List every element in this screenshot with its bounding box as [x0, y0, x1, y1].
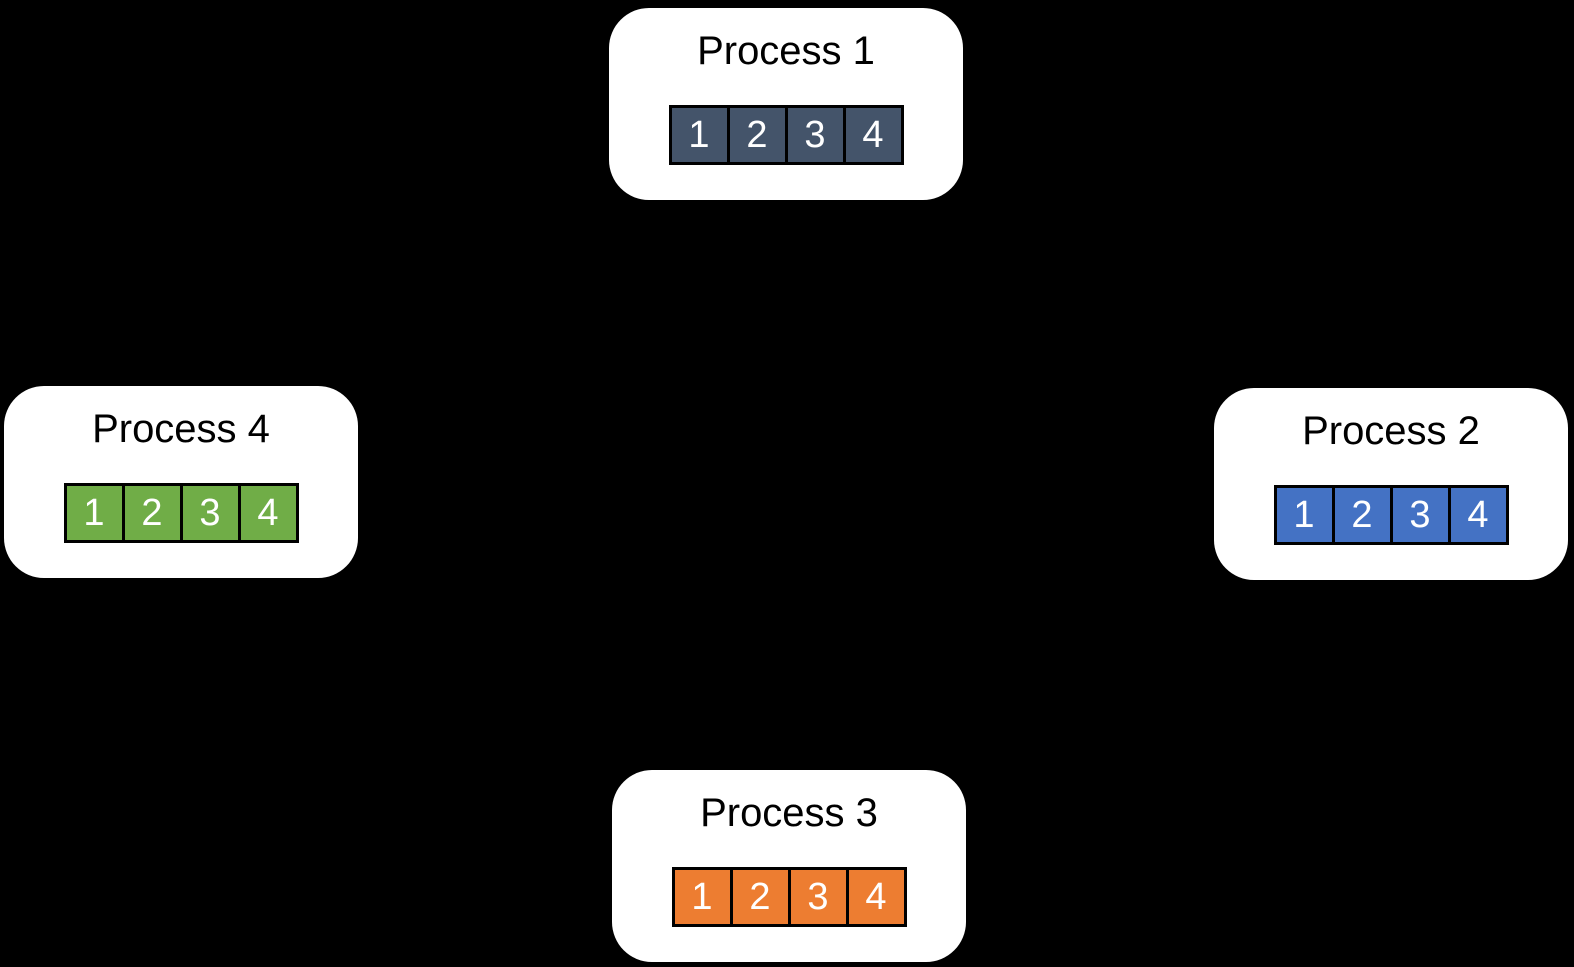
process-1-cell-3: 3	[784, 105, 846, 165]
process-4-title: Process 4	[92, 407, 270, 451]
process-4-cell-1: 1	[63, 483, 125, 543]
process-4-cell-2: 2	[121, 483, 183, 543]
process-1-cell-4: 4	[842, 105, 904, 165]
process-2-cell-2: 2	[1331, 485, 1393, 545]
process-3-cell-row: 1 2 3 4	[671, 867, 907, 927]
process-1-cell-row: 1 2 3 4	[668, 105, 904, 165]
process-1-box: Process 1 1 2 3 4	[609, 8, 963, 200]
process-3-cell-1: 1	[671, 867, 733, 927]
process-2-cell-1: 1	[1273, 485, 1335, 545]
process-1-title: Process 1	[697, 29, 875, 73]
process-2-title: Process 2	[1302, 409, 1480, 453]
process-2-cell-row: 1 2 3 4	[1273, 485, 1509, 545]
process-1-cell-2: 2	[726, 105, 788, 165]
process-3-cell-3: 3	[787, 867, 849, 927]
process-2-cell-4: 4	[1447, 485, 1509, 545]
process-1-cell-1: 1	[668, 105, 730, 165]
process-4-cell-row: 1 2 3 4	[63, 483, 299, 543]
process-4-cell-4: 4	[237, 483, 299, 543]
process-4-cell-3: 3	[179, 483, 241, 543]
process-3-box: Process 3 1 2 3 4	[612, 770, 966, 962]
process-3-cell-2: 2	[729, 867, 791, 927]
process-2-box: Process 2 1 2 3 4	[1214, 388, 1568, 580]
process-3-cell-4: 4	[845, 867, 907, 927]
process-2-cell-3: 3	[1389, 485, 1451, 545]
process-4-box: Process 4 1 2 3 4	[4, 386, 358, 578]
process-3-title: Process 3	[700, 791, 878, 835]
